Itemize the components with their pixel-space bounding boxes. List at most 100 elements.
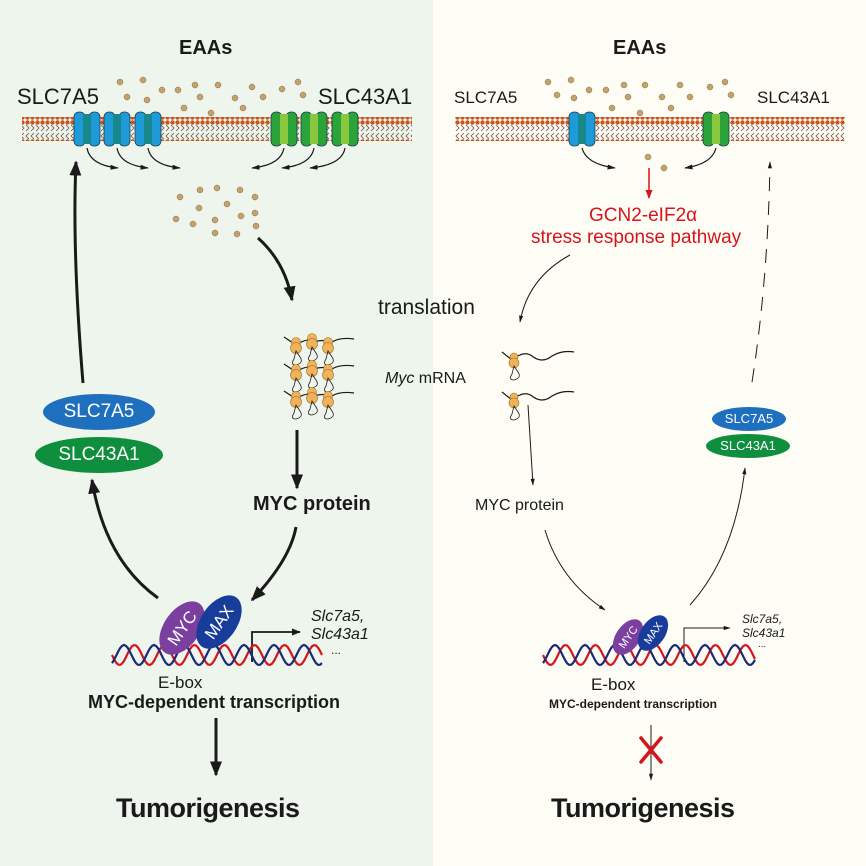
target-gene-slc7a5-right: Slc7a5, (742, 612, 783, 626)
weak-feedback-dashed-arrow (751, 161, 772, 383)
amino-acid (213, 184, 221, 192)
stress-response-pathway-label: stress response pathway (531, 227, 742, 248)
amino-acid (189, 220, 197, 228)
slc7a5-pill-left: SLC7A5 (43, 394, 155, 430)
amino-acid (233, 230, 241, 238)
amino-acid (636, 109, 644, 117)
amino-acid (211, 229, 219, 237)
amino-acid (139, 76, 147, 84)
amino-acid (248, 83, 256, 91)
slc43a1-pill-right: SLC43A1 (706, 434, 790, 458)
tumorigenesis-label-right: Tumorigenesis (551, 793, 735, 823)
amino-acid (259, 93, 267, 101)
amino-acid (123, 93, 131, 101)
right-panel-deprived-state (433, 0, 866, 866)
amino-acid (553, 91, 561, 99)
transcription-to-transporter-arrow-right (689, 467, 747, 606)
amino-acid (195, 204, 203, 212)
slc43a1-transporter (300, 111, 328, 147)
slc43a1-label-left: SLC43A1 (318, 84, 413, 109)
amino-acid (214, 81, 222, 89)
transcription-label-right: MYC-dependent transcription (549, 697, 718, 711)
sparse-ribosome-mrna (501, 350, 575, 381)
slc7a5-label-right: SLC7A5 (454, 88, 518, 107)
target-gene-more-right: ... (758, 639, 767, 650)
amino-acid (620, 81, 628, 89)
eaas-label-right: EAAs (613, 37, 667, 59)
target-gene-slc43a1-left: Slc43a1 (311, 626, 369, 643)
amino-acid (196, 93, 204, 101)
tumorigenesis-label-left: Tumorigenesis (116, 793, 300, 823)
myc-mrna-label: Myc mRNA (385, 370, 466, 388)
amino-acid (223, 200, 231, 208)
influx-arrow (147, 147, 181, 170)
transcription-label-left: MYC-dependent transcription (88, 692, 341, 712)
amino-acid (239, 104, 247, 112)
amino-acid (236, 186, 244, 194)
myc-mrna-italic: Myc (385, 370, 415, 387)
target-gene-slc7a5-left: Slc7a5, (311, 608, 365, 625)
transcription-to-transporter-arrow (88, 478, 159, 600)
amino-acid (278, 85, 286, 93)
amino-acid (176, 193, 184, 201)
feedback-to-membrane-arrow (69, 160, 85, 384)
slc7a5-transporter (103, 111, 131, 147)
amino-acid (727, 91, 735, 99)
ebox-label-left: E-box (158, 673, 203, 692)
amino-acid (686, 93, 694, 101)
amino-acid (180, 104, 188, 112)
influx-arrow (684, 147, 717, 170)
slc7a5-transporter (134, 111, 162, 147)
amino-acid (567, 76, 575, 84)
amino-acid (158, 86, 166, 94)
target-gene-more-left: ... (331, 643, 342, 657)
sparse-ribosome-mrna (501, 390, 575, 421)
slc43a1-pill-left: SLC43A1 (35, 437, 163, 473)
slc7a5-transporter (73, 111, 101, 147)
protein-to-transcription-arrow-right (544, 529, 606, 611)
target-genes-left: Slc7a5, Slc43a1 ... (311, 608, 369, 656)
amino-acid (231, 94, 239, 102)
amino-acid (207, 109, 215, 117)
target-genes-right: Slc7a5, Slc43a1 ... (742, 612, 785, 650)
amino-acid (641, 81, 649, 89)
amino-acid (667, 104, 675, 112)
amino-acid (143, 96, 151, 104)
amino-acid (544, 78, 552, 86)
amino-acid (116, 78, 124, 86)
amino-acid (294, 78, 302, 86)
max-oval-right: MAX (637, 615, 669, 651)
translation-to-protein-arrow-right (527, 404, 535, 486)
polysome-myc-mrna (283, 360, 355, 393)
amino-acid (299, 91, 307, 99)
myc-mrna-rest: mRNA (414, 370, 466, 387)
myc-protein-label-left: MYC protein (253, 493, 371, 515)
influx-arrow (116, 147, 149, 170)
polysome-myc-mrna (283, 387, 355, 420)
polysome-myc-mrna (283, 333, 355, 366)
myc-protein-label-right: MYC protein (475, 497, 564, 514)
amino-acid (721, 78, 729, 86)
amino-acid (172, 215, 180, 223)
influx-arrow (86, 147, 119, 170)
influx-arrow (309, 147, 346, 170)
slc7a5-transporter-right (568, 111, 596, 147)
amino-acid (706, 83, 714, 91)
influx-arrow (251, 147, 285, 170)
amino-acid (644, 153, 652, 161)
slc7a5-label-left: SLC7A5 (17, 84, 99, 109)
amino-acid (676, 81, 684, 89)
influx-arrow (281, 147, 315, 170)
stress-to-translation-arrow (519, 254, 571, 323)
amino-acid (602, 86, 610, 94)
amino-acid (658, 93, 666, 101)
translation-label: translation (378, 296, 475, 319)
amino-acid (211, 216, 219, 224)
tss-arrow-right (683, 625, 731, 662)
amino-acid (174, 86, 182, 94)
amino-acid (251, 193, 259, 201)
cell-membrane-right (455, 117, 845, 141)
myc-oval-right: MYC (612, 619, 644, 655)
